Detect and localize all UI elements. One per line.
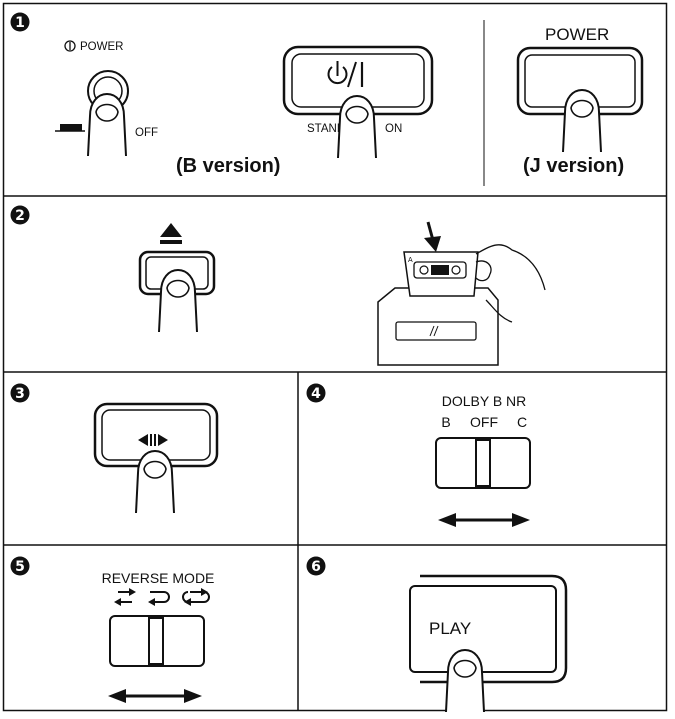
dolby-option-b: B (441, 414, 450, 430)
play-label: PLAY (429, 619, 471, 638)
svg-text:2: 2 (15, 208, 25, 224)
svg-text:3: 3 (15, 386, 25, 402)
standby-on-icon (327, 61, 364, 88)
b-power-label: POWER (80, 41, 123, 53)
svg-text:5: 5 (15, 559, 25, 575)
cassette-side-label: A (408, 257, 413, 264)
play-direction-icon (138, 434, 168, 446)
one-way-icon (114, 588, 136, 606)
svg-text:6: 6 (311, 559, 321, 575)
on-label: ON (385, 123, 402, 135)
standby-on-button[interactable] (282, 45, 434, 116)
step-number-badge: 1 (10, 12, 30, 32)
power-symbol-icon (64, 40, 76, 52)
b-version-caption: (B version) (176, 155, 280, 177)
finger-icon (445, 649, 485, 713)
continuous-reverse-icon (182, 588, 210, 606)
finger-icon (337, 95, 377, 159)
svg-text:1: 1 (15, 15, 25, 31)
dolby-option-c: C (517, 414, 527, 430)
step-3-panel: 3 (10, 383, 219, 514)
step-number-badge: 2 (10, 205, 30, 225)
one-side-reverse-icon (148, 591, 170, 606)
standby-position-marker (60, 124, 82, 131)
cassette-insertion-illustration: A (377, 221, 546, 366)
finger-icon (158, 269, 198, 333)
step-5-panel: 5 REVERSE MODE (10, 556, 215, 703)
finger-icon (135, 450, 175, 514)
reverse-mode-switch[interactable] (109, 615, 205, 667)
dolby-nr-switch[interactable] (435, 437, 531, 489)
svg-text:4: 4 (311, 386, 321, 402)
b-off-label: OFF (135, 127, 158, 139)
step-4-panel: 4 DOLBY B NR B OFF C (306, 383, 531, 527)
step-1-panel: 1 POWER OFF STANDBY ON (B versio (10, 12, 644, 177)
dolby-nr-title: DOLBY B NR (442, 393, 527, 409)
slide-arrow-icon (438, 513, 530, 527)
slide-arrow-icon (108, 689, 202, 703)
step-number-badge: 6 (306, 556, 326, 576)
step-number-badge: 4 (306, 383, 326, 403)
eject-icon (160, 223, 182, 244)
reverse-mode-title: REVERSE MODE (102, 570, 215, 586)
j-version-caption: (J version) (523, 155, 624, 177)
step-2-panel: 2 A (10, 205, 546, 366)
step-number-badge: 3 (10, 383, 30, 403)
step-number-badge: 5 (10, 556, 30, 576)
step-6-panel: 6 PLAY (306, 556, 568, 713)
panel-grid (2, 2, 668, 712)
dolby-option-off: OFF (470, 414, 498, 430)
finger-icon (562, 89, 602, 153)
finger-icon (87, 93, 127, 157)
j-power-label: POWER (545, 25, 609, 44)
